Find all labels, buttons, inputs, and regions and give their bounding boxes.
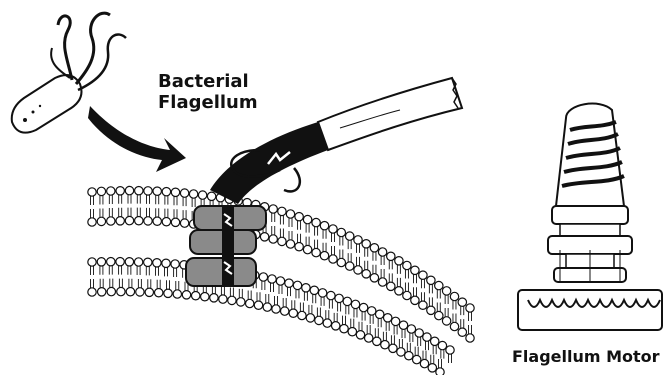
bacterial-flagellum-label: Bacterial Flagellum	[158, 72, 258, 113]
bacterium-illustration	[12, 13, 126, 133]
bacterial-flagellum-label-line1: Bacterial	[158, 72, 258, 93]
flagellum-motor-label: Flagellum Motor	[512, 348, 660, 366]
membrane-illustration	[88, 186, 474, 375]
bacterial-flagellum-label-line2: Flagellum	[158, 93, 258, 114]
pointer-arrow	[88, 106, 186, 172]
flagellum-motor-illustration	[518, 104, 662, 330]
rotor-disks	[186, 206, 266, 286]
